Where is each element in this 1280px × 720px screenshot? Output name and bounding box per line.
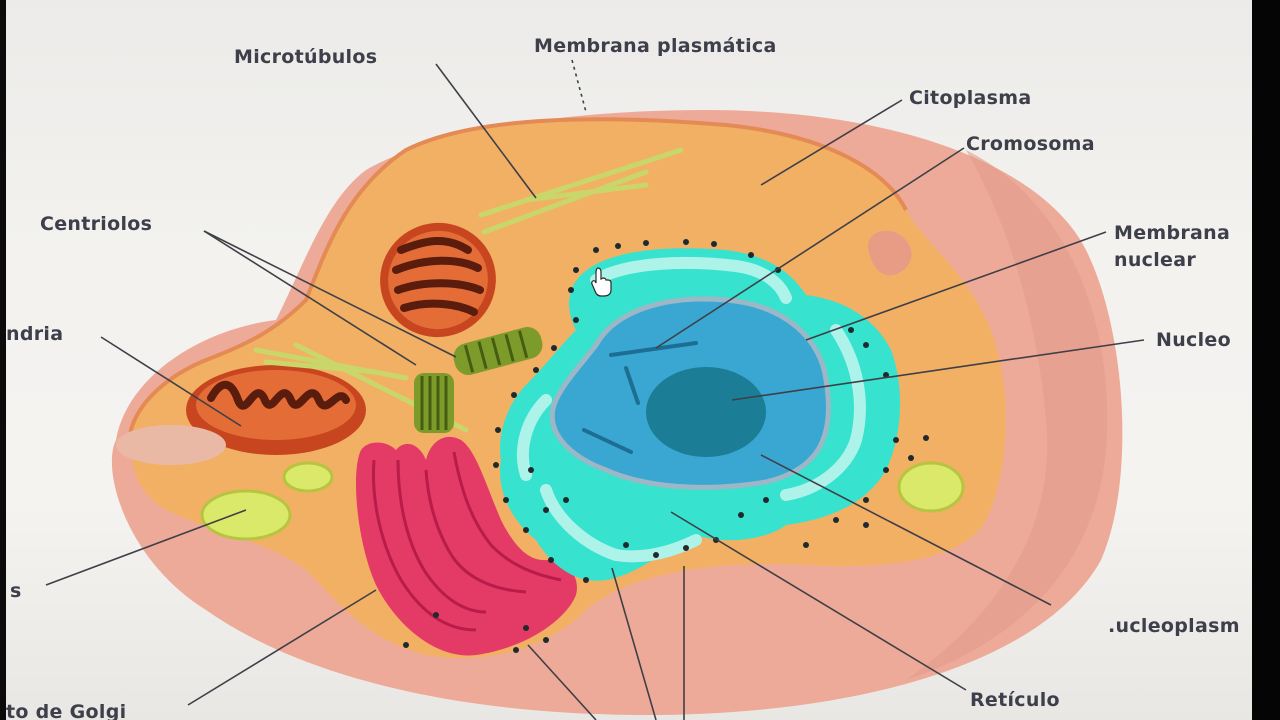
membrane-pocket: [867, 230, 912, 276]
vesicle-1: [200, 489, 292, 541]
label-centriolos: Centriolos: [40, 213, 152, 235]
label-reticulo: Retículo: [970, 689, 1060, 711]
ribosomes: [403, 239, 929, 653]
vesicle-2: [282, 461, 334, 493]
label-membrana-nuclear-2: nuclear: [1114, 249, 1196, 271]
microtubules-top: [478, 147, 684, 235]
chromosomes: [582, 341, 698, 454]
cell-outer-shadow: [906, 150, 1108, 680]
nucleolus: [646, 367, 766, 457]
vesicle-3: [897, 461, 965, 513]
centriole-horizontal: [453, 327, 543, 375]
cursor-hand-icon: [591, 267, 612, 297]
er-inner-cisternae: [517, 256, 866, 563]
label-citoplasma: Citoplasma: [909, 87, 1031, 109]
golgi-apparatus: [356, 436, 577, 656]
leader-lines: [45, 59, 1145, 720]
monitor-bezel: [1252, 0, 1280, 720]
label-membrana-plasmatica: Membrana plasmática: [534, 35, 777, 57]
cell-diagram-screen: Microtúbulos Membrana plasmática Citopla…: [6, 0, 1252, 720]
cytoplasm-rim: [127, 117, 908, 456]
centriole-vertical: [414, 373, 454, 433]
label-microtubulos: Microtúbulos: [234, 46, 377, 68]
mitochondrion-upper: [380, 222, 496, 338]
label-golgi: to de Golgi: [6, 701, 126, 720]
vacuole-left: [116, 425, 226, 465]
animal-cell-diagram: Microtúbulos Membrana plasmática Citopla…: [6, 35, 1240, 720]
label-lisosomas: s: [10, 580, 22, 602]
label-nucleoplasma: .ucleoplasm: [1108, 615, 1240, 637]
label-membrana-nuclear-1: Membrana: [1114, 222, 1230, 244]
mitochondrion-left: [186, 365, 366, 455]
label-cromosoma: Cromosoma: [966, 133, 1095, 155]
label-mitocondria: ndria: [6, 323, 63, 345]
label-nucleolo: Nucleo: [1156, 329, 1231, 351]
